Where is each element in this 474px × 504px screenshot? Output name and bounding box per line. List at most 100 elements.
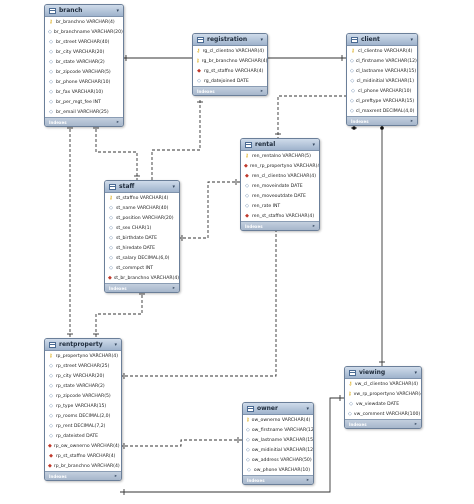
column-row[interactable]: ◇ren_rate INT (241, 201, 319, 211)
column-row[interactable]: ◇br_street VARCHAR(40) (45, 37, 123, 47)
table-footer[interactable]: Indexes ▸ (243, 475, 313, 484)
table-footer[interactable]: Indexes ▸ (193, 86, 267, 95)
column-row[interactable]: ◇rp_city VARCHAR(20) (45, 371, 121, 381)
column-row[interactable]: ◇br_per_mgt_fee INT (45, 97, 123, 107)
column-row[interactable]: ◇br_state VARCHAR(2) (45, 57, 123, 67)
table-client[interactable]: client ▾ ⚷cl_clientno VARCHAR(4)◇cl_firs… (346, 33, 418, 126)
expand-arrow-icon[interactable]: ▸ (172, 285, 175, 291)
collapse-arrow-icon[interactable]: ▾ (414, 369, 417, 376)
column-row[interactable]: ◆ren_cl_clientno VARCHAR(4) (241, 171, 319, 181)
column-row[interactable]: ◇br_zipcode VARCHAR(5) (45, 67, 123, 77)
column-row[interactable]: ◆rp_br_branchno VARCHAR(4) (45, 461, 121, 471)
column-row[interactable]: ◇ow_phone VARCHAR(10) (243, 465, 313, 475)
table-registration[interactable]: registration ▾ ⚷rg_cl_clientno VARCHAR(4… (192, 33, 268, 96)
column-row[interactable]: ⚷ow_ownerno VARCHAR(4) (243, 415, 313, 425)
collapse-arrow-icon[interactable]: ▾ (410, 36, 413, 43)
column-row[interactable]: ◇ow_address VARCHAR(50) (243, 455, 313, 465)
table-owner[interactable]: owner ▾ ⚷ow_ownerno VARCHAR(4)◇ow_firstn… (242, 402, 314, 485)
collapse-arrow-icon[interactable]: ▾ (172, 183, 175, 190)
column-row[interactable]: ◇st_commpct INT (105, 263, 179, 273)
column-row[interactable]: ◇ren_moveindate DATE (241, 181, 319, 191)
table-header[interactable]: owner ▾ (243, 403, 313, 415)
table-rental[interactable]: rental ▾ ⚷ren_rentalno VARCHAR(5)◆ren_rp… (240, 138, 320, 231)
table-header[interactable]: client ▾ (347, 34, 417, 46)
expand-arrow-icon[interactable]: ▸ (260, 88, 263, 94)
column-row[interactable]: ⚷br_branchno VARCHAR(4) (45, 17, 123, 27)
table-staff[interactable]: staff ▾ ⚷st_staffno VARCHAR(4)◇st_name V… (104, 180, 180, 293)
table-header[interactable]: rentproperty ▾ (45, 339, 121, 351)
column-row[interactable]: ◆rg_st_staffno VARCHAR(4) (193, 66, 267, 76)
expand-arrow-icon[interactable]: ▸ (410, 118, 413, 124)
column-row[interactable]: ◇ow_firstname VARCHAR(12) (243, 425, 313, 435)
table-footer[interactable]: Indexes ▸ (345, 419, 421, 428)
table-footer[interactable]: Indexes ▸ (241, 221, 319, 230)
column-row[interactable]: ◇rp_street VARCHAR(25) (45, 361, 121, 371)
column-row[interactable]: ◇rg_datejoined DATE (193, 76, 267, 86)
column-row[interactable]: ◇st_hiredate DATE (105, 243, 179, 253)
expand-arrow-icon[interactable]: ▸ (312, 223, 315, 229)
column-row[interactable]: ⚷rg_br_branchno VARCHAR(4) (193, 56, 267, 66)
column-row[interactable]: ◇br_fax VARCHAR(10) (45, 87, 123, 97)
column-row[interactable]: ⚷vw_cl_clientno VARCHAR(4) (345, 379, 421, 389)
collapse-arrow-icon[interactable]: ▾ (114, 341, 117, 348)
column-row[interactable]: ◇rp_rooms DECIMAL(2,0) (45, 411, 121, 421)
column-row[interactable]: ◇ow_lastname VARCHAR(15) (243, 435, 313, 445)
column-row[interactable]: ◇br_email VARCHAR(25) (45, 107, 123, 117)
indexes-label: Indexes (247, 477, 265, 483)
expand-arrow-icon[interactable]: ▸ (414, 421, 417, 427)
table-footer[interactable]: Indexes ▸ (45, 471, 121, 480)
column-row[interactable]: ◆ren_rp_propertyno VARCHAR(4) (241, 161, 319, 171)
expand-arrow-icon[interactable]: ▸ (306, 477, 309, 483)
table-footer[interactable]: Indexes ▸ (347, 116, 417, 125)
column-row[interactable]: ◇cl_maxrent DECIMAL(4,0) (347, 106, 417, 116)
table-footer[interactable]: Indexes ▸ (45, 117, 123, 126)
column-row[interactable]: ◇ow_midinitial VARCHAR(12) (243, 445, 313, 455)
column-row[interactable]: ◇cl_preftype VARCHAR(15) (347, 96, 417, 106)
column-row[interactable]: ◇ren_moveoutdate DATE (241, 191, 319, 201)
column-row[interactable]: ◇rp_state VARCHAR(2) (45, 381, 121, 391)
column-row[interactable]: ◆rp_st_staffno VARCHAR(4) (45, 451, 121, 461)
column-row[interactable]: ⚷rp_propertyno VARCHAR(4) (45, 351, 121, 361)
collapse-arrow-icon[interactable]: ▾ (306, 405, 309, 412)
column-row[interactable]: ◇st_name VARCHAR(40) (105, 203, 179, 213)
column-row[interactable]: ◇rp_dateisted DATE (45, 431, 121, 441)
column-row[interactable]: ◇st_salary DECIMAL(6,0) (105, 253, 179, 263)
collapse-arrow-icon[interactable]: ▾ (116, 7, 119, 14)
column-row[interactable]: ◆ren_st_staffno VARCHAR(4) (241, 211, 319, 221)
column-row[interactable]: ⚷rg_cl_clientno VARCHAR(4) (193, 46, 267, 56)
column-row[interactable]: ◇vw_comment VARCHAR(100) (345, 409, 421, 419)
column-row[interactable]: ⚷cl_clientno VARCHAR(4) (347, 46, 417, 56)
table-header[interactable]: staff ▾ (105, 181, 179, 193)
column-row[interactable]: ◇rp_rent DECIMAL(7,2) (45, 421, 121, 431)
column-row[interactable]: ◇rp_zipcode VARCHAR(5) (45, 391, 121, 401)
column-row[interactable]: ◇br_phone VARCHAR(10) (45, 77, 123, 87)
table-rentproperty[interactable]: rentproperty ▾ ⚷rp_propertyno VARCHAR(4)… (44, 338, 122, 481)
column-row[interactable]: ◆rp_ow_ownerno VARCHAR(4) (45, 441, 121, 451)
column-row[interactable]: ◇vw_viewdate DATE (345, 399, 421, 409)
collapse-arrow-icon[interactable]: ▾ (312, 141, 315, 148)
column-row[interactable]: ◇cl_phone VARCHAR(10) (347, 86, 417, 96)
table-header[interactable]: viewing ▾ (345, 367, 421, 379)
column-row[interactable]: ◇br_city VARCHAR(20) (45, 47, 123, 57)
expand-arrow-icon[interactable]: ▸ (114, 473, 117, 479)
expand-arrow-icon[interactable]: ▸ (116, 119, 119, 125)
column-row[interactable]: ⚷vw_rp_propertyno VARCHAR(4) (345, 389, 421, 399)
column-row[interactable]: ◇cl_lastname VARCHAR(15) (347, 66, 417, 76)
column-row[interactable]: ◇st_birthdate DATE (105, 233, 179, 243)
column-row[interactable]: ◇cl_midinitial VARCHAR(1) (347, 76, 417, 86)
column-row[interactable]: ◇rp_type VARCHAR(15) (45, 401, 121, 411)
table-footer[interactable]: Indexes ▸ (105, 283, 179, 292)
table-header[interactable]: rental ▾ (241, 139, 319, 151)
table-header[interactable]: branch ▾ (45, 5, 123, 17)
column-row[interactable]: ◇st_position VARCHAR(20) (105, 213, 179, 223)
column-row[interactable]: ⚷st_staffno VARCHAR(4) (105, 193, 179, 203)
collapse-arrow-icon[interactable]: ▾ (260, 36, 263, 43)
column-row[interactable]: ◇cl_firstname VARCHAR(12) (347, 56, 417, 66)
column-row[interactable]: ◇br_branchname VARCHAR(20) (45, 27, 123, 37)
table-header[interactable]: registration ▾ (193, 34, 267, 46)
column-row[interactable]: ◆st_br_branchno VARCHAR(4) (105, 273, 179, 283)
table-branch[interactable]: branch ▾ ⚷br_branchno VARCHAR(4)◇br_bran… (44, 4, 124, 127)
column-row[interactable]: ⚷ren_rentalno VARCHAR(5) (241, 151, 319, 161)
column-row[interactable]: ◇st_sex CHAR(1) (105, 223, 179, 233)
table-viewing[interactable]: viewing ▾ ⚷vw_cl_clientno VARCHAR(4)⚷vw_… (344, 366, 422, 429)
